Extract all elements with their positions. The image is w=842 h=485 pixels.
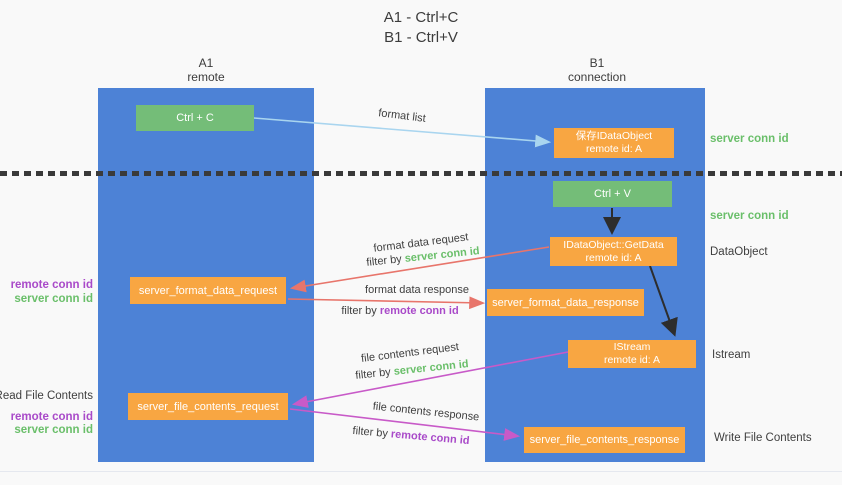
lane-b1-subtitle: connection — [567, 70, 627, 84]
lane-a1-subtitle: remote — [187, 70, 225, 84]
title-line-1: A1 - Ctrl+C — [383, 9, 459, 26]
node-ctrl-v-label: Ctrl + V — [594, 188, 631, 200]
node-getdata-line1: IDataObject::GetData — [563, 238, 664, 251]
label-remote-conn-id-left-1: remote conn id — [10, 279, 93, 291]
arrow-format-list — [253, 117, 552, 148]
node-server-format-data-response: server_format_data_response — [487, 289, 644, 316]
title-line-2: B1 - Ctrl+V — [384, 29, 458, 46]
label-server-conn-id-right-top: server conn id — [710, 133, 789, 145]
node-idataobject-getdata: IDataObject::GetData remote id: A — [550, 237, 677, 266]
diagram-title: A1 - Ctrl+C B1 - Ctrl+V — [0, 8, 842, 48]
node-save-idataobject-line2: remote id: A — [585, 143, 643, 155]
label-server-conn-id-left-1: server conn id — [14, 293, 93, 305]
arrow-file-contents-request — [291, 351, 569, 408]
label-istream: Istream — [712, 349, 751, 361]
node-save-idataobject-line1: 保存IDataObject — [575, 130, 653, 142]
node-istream-line2: remote id: A — [603, 354, 661, 366]
label-server-conn-id-left-2: server conn id — [14, 424, 93, 436]
bottom-border-line — [0, 471, 842, 472]
lane-header-a1: A1 remote — [136, 56, 276, 84]
node-getdata-line2: remote id: A — [585, 251, 642, 264]
filter-key-remote-conn-id-1: remote conn id — [379, 305, 459, 317]
node-server-file-contents-response: server_file_contents_response — [524, 427, 685, 453]
arrow-getdata-to-istream — [649, 265, 678, 337]
node-istream-line1: IStream — [613, 341, 651, 353]
dotted-separator-line — [0, 171, 842, 176]
lane-a1-name: A1 — [198, 56, 214, 70]
lane-b1-name: B1 — [589, 56, 605, 70]
label-read-file-contents: Read File Contents — [0, 390, 93, 402]
node-server-file-contents-request: server_file_contents_request — [128, 393, 288, 420]
label-dataobject: DataObject — [710, 246, 768, 258]
lane-header-b1: B1 connection — [527, 56, 667, 84]
filter-prefix-2: filter by — [341, 305, 380, 317]
node-save-idataobject: 保存IDataObject remote id: A — [554, 128, 674, 158]
node-ctrl-c-label: Ctrl + C — [176, 112, 214, 124]
node-ctrl-v: Ctrl + V — [553, 181, 672, 207]
label-write-file-contents: Write File Contents — [714, 432, 812, 444]
arrow-file-contents-response — [289, 408, 521, 441]
node-format-request-label: server_format_data_request — [138, 284, 278, 297]
arrow-format-data-response — [287, 296, 486, 310]
node-istream: IStream remote id: A — [568, 340, 696, 368]
label-format-data-response: format data response — [365, 284, 469, 296]
node-server-format-data-request: server_format_data_request — [130, 277, 286, 304]
node-format-response-label: server_format_data_response — [492, 296, 639, 309]
label-remote-conn-id-left-2: remote conn id — [10, 411, 93, 423]
node-ctrl-c: Ctrl + C — [136, 105, 254, 131]
node-file-request-label: server_file_contents_request — [137, 400, 279, 413]
label-filter-by-remote-conn-id-1: filter by remote conn id — [341, 305, 458, 317]
node-file-response-label: server_file_contents_response — [529, 434, 680, 446]
arrow-format-data-request — [289, 246, 550, 293]
label-server-conn-id-right-mid: server conn id — [710, 210, 789, 222]
